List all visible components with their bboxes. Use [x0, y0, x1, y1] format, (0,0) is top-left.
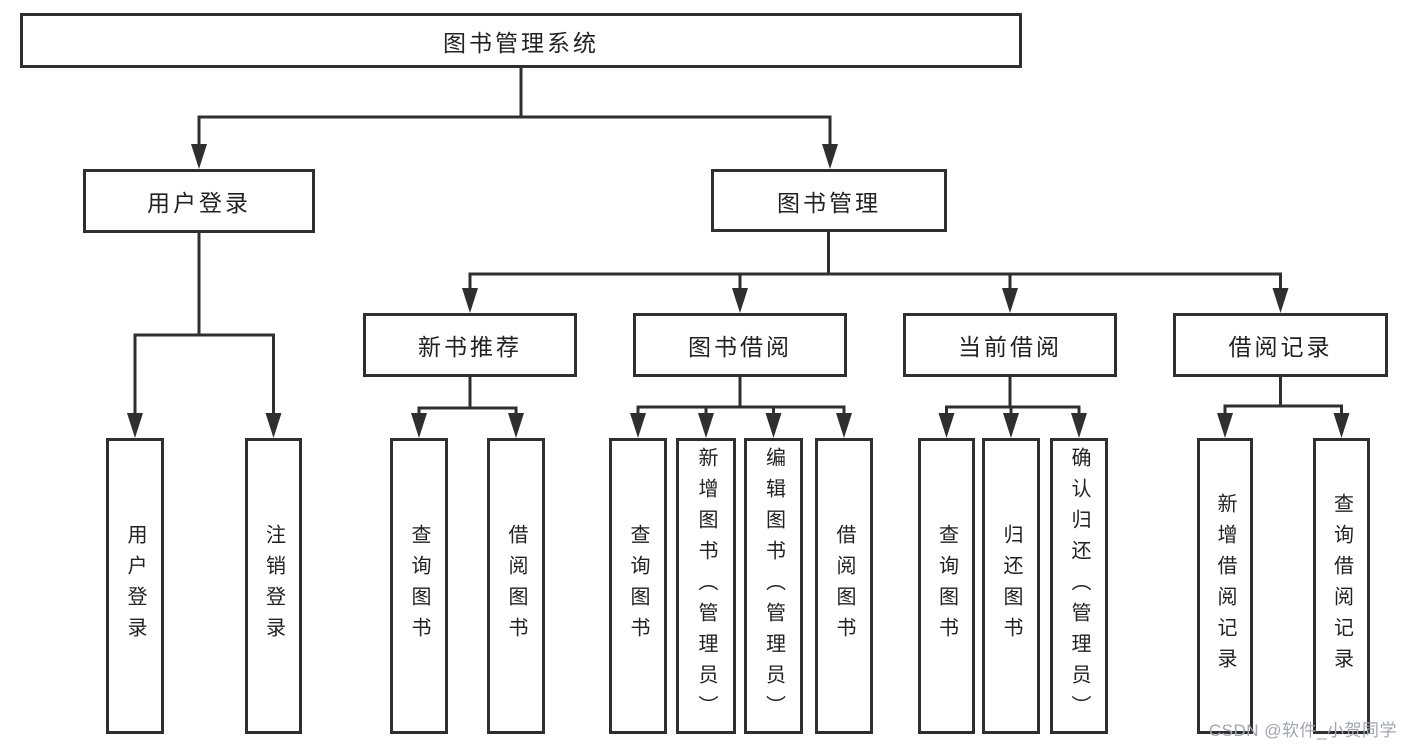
connector-newbooks-to-leaves [417, 377, 518, 417]
leaf-add-borrow-record: 新增借阅记录 [1197, 438, 1253, 734]
node-root-label: 图书管理系统 [443, 29, 599, 56]
leaf-newbook-borrow-books: 借阅图书 [487, 438, 545, 734]
leaf-user-login-label: 用户登录 [124, 524, 146, 648]
connector-records-to-leaves [1223, 377, 1343, 417]
node-user-login-label: 用户登录 [147, 190, 251, 216]
leaf-add-borrow-record-label: 新增借阅记录 [1214, 493, 1236, 679]
leaf-borrowing-query-books-label: 查询图书 [627, 524, 649, 648]
node-current-borrowing-label: 当前借阅 [958, 334, 1062, 360]
node-borrowing-records: 借阅记录 [1173, 313, 1388, 377]
node-root: 图书管理系统 [20, 13, 1022, 68]
connector-lines [133, 68, 1343, 418]
leaf-borrow-books-label: 借阅图书 [833, 524, 855, 648]
connector-current-to-leaves [945, 376, 1081, 417]
connector-borrowing-to-leaves [636, 376, 846, 417]
leaf-borrowing-query-books: 查询图书 [609, 438, 667, 734]
leaf-edit-books-admin: 编辑图书（管理员） [744, 438, 803, 734]
leaf-confirm-return-admin-label: 确认归还（管理员） [1068, 446, 1090, 726]
leaf-newbook-query-books-label: 查询图书 [408, 524, 430, 648]
connector-userlogin-to-leaves [133, 233, 275, 418]
node-book-management-label: 图书管理 [777, 189, 881, 216]
connector-root-to-level2 [197, 68, 832, 148]
leaf-logout: 注销登录 [245, 438, 302, 734]
leaf-add-books-admin-label: 新增图书（管理员） [695, 446, 717, 726]
leaf-return-books: 归还图书 [982, 438, 1040, 734]
leaf-confirm-return-admin: 确认归还（管理员） [1050, 438, 1108, 734]
node-user-login: 用户登录 [83, 169, 315, 233]
leaf-user-login: 用户登录 [106, 438, 164, 734]
leaf-newbook-query-books: 查询图书 [390, 438, 448, 734]
arrowhead-group [127, 144, 1350, 438]
leaf-query-borrow-record: 查询借阅记录 [1313, 438, 1370, 734]
leaf-newbook-borrow-books-label: 借阅图书 [505, 524, 527, 648]
leaf-current-query-books: 查询图书 [918, 438, 975, 734]
csdn-watermark: CSDN @软件_小贺同学 [1208, 721, 1397, 740]
arrowheads [127, 144, 1350, 438]
leaf-edit-books-admin-label: 编辑图书（管理员） [762, 446, 785, 726]
node-borrowing-records-label: 借阅记录 [1228, 334, 1333, 360]
node-book-borrowing: 图书借阅 [633, 313, 847, 377]
leaf-current-query-books-label: 查询图书 [935, 524, 958, 648]
node-current-borrowing: 当前借阅 [903, 313, 1117, 377]
leaf-borrow-books: 借阅图书 [815, 438, 873, 734]
connector-bookmgmt-to-level3 [468, 232, 1282, 292]
node-book-borrowing-label: 图书借阅 [688, 334, 792, 360]
leaf-return-books-label: 归还图书 [1000, 524, 1022, 648]
leaf-logout-label: 注销登录 [262, 524, 285, 648]
leaf-add-books-admin: 新增图书（管理员） [676, 438, 736, 734]
node-new-book-recommend-label: 新书推荐 [418, 334, 522, 360]
node-book-management: 图书管理 [711, 169, 947, 232]
node-new-book-recommend: 新书推荐 [363, 313, 577, 377]
leaf-query-borrow-record-label: 查询借阅记录 [1330, 493, 1353, 679]
